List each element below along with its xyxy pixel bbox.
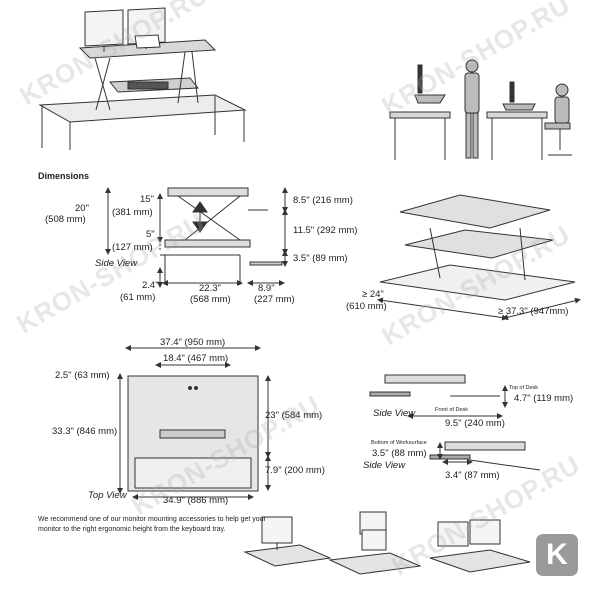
dim-2-4-mm: (61 mm) <box>120 292 156 303</box>
dim-15-in: 15" <box>140 194 154 205</box>
side-view-diagram <box>105 187 288 288</box>
dim-3-5: 3.5" (89 mm) <box>293 253 348 264</box>
top-view-diagram <box>117 345 271 500</box>
dim-3-5b: 3.5" (88 mm) <box>372 448 427 459</box>
dim-20-mm: (508 mm) <box>45 214 86 225</box>
dim-8-9-in: 8.9" <box>258 283 275 294</box>
monitor-mount-note: We recommend one of our monitor mounting… <box>38 516 266 533</box>
side-view-label-2: Side View <box>373 408 416 419</box>
monitor-mount-variants <box>243 511 531 575</box>
dim-2-5: 2.5" (63 mm) <box>55 370 110 381</box>
converter-perspective-illustration <box>38 7 247 150</box>
dim-7-9: 7.9" (200 mm) <box>265 465 325 476</box>
dimensions-heading: Dimensions <box>38 171 90 181</box>
dim-37-3: ≥ 37.3" (947mm) <box>498 306 569 317</box>
dim-24-in: ≥ 24" <box>362 289 384 300</box>
dim-24-mm: (610 mm) <box>346 301 387 312</box>
dim-5-mm: (127 mm) <box>112 242 153 253</box>
dim-11-5: 11.5" (292 mm) <box>293 225 358 236</box>
dim-23: 23" (584 mm) <box>265 410 323 421</box>
clearance-perspective-diagram <box>377 194 581 321</box>
sit-stand-illustration <box>389 59 572 160</box>
dim-33-3: 33.3" (846 mm) <box>52 426 118 437</box>
dim-18-4: 18.4" (467 mm) <box>163 353 229 364</box>
dim-3-4: 3.4" (87 mm) <box>445 470 500 481</box>
dim-5-in: 5" <box>146 229 155 240</box>
dim-9-5: 9.5" (240 mm) <box>445 418 505 429</box>
clamp-side-views <box>369 374 541 471</box>
dim-8-9-mm: (227 mm) <box>254 294 295 305</box>
side-view-label: Side View <box>95 258 138 269</box>
dim-22-3-mm: (568 mm) <box>190 294 231 305</box>
dim-20-in: 20" <box>75 203 89 214</box>
dim-15-mm: (381 mm) <box>112 207 153 218</box>
front-of-desk-label: Front of Desk <box>435 407 469 413</box>
dim-8-5: 8.5" (216 mm) <box>293 195 353 206</box>
dim-4-7: 4.7" (119 mm) <box>514 393 574 404</box>
dim-22-3-in: 22.3" <box>199 283 221 294</box>
k-logo-badge: K <box>536 534 578 576</box>
top-of-desk-label: Top of Desk <box>509 385 539 391</box>
dim-34-9: 34.9" (886 mm) <box>163 495 229 506</box>
dim-2-4-in: 2.4" <box>142 280 159 291</box>
bottom-of-worksurface-label: Bottom of Worksurface <box>371 440 427 446</box>
top-view-label: Top View <box>88 490 127 501</box>
dim-37-4: 37.4" (950 mm) <box>160 337 226 348</box>
side-view-label-3: Side View <box>363 460 406 471</box>
